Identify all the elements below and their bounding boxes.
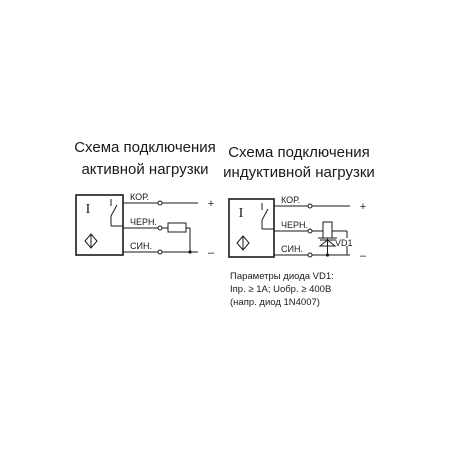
left-diagram: Схема подключения активной нагрузки I КО… [74, 139, 216, 259]
left-wire-brown-label: КОР. [130, 192, 149, 202]
left-sensor-symbol: I [86, 202, 91, 217]
left-load-resistor [167, 222, 187, 233]
left-wire-blue-label: СИН. [130, 241, 152, 251]
right-terminal-brown [307, 203, 313, 209]
left-terminal-brown [157, 200, 163, 206]
left-terminal-black [157, 225, 163, 231]
left-sensor-body [75, 194, 124, 256]
right-wire-brown-label: КОР. [281, 195, 300, 205]
right-wire-black-label: ЧЕРН. [281, 220, 308, 230]
right-minus-label: – [360, 250, 367, 262]
right-title-line1: Схема подключения [228, 144, 370, 161]
left-title-line2: активной нагрузки [81, 161, 208, 178]
right-diagram: Схема подключения индуктивной нагрузки I… [223, 144, 375, 308]
right-sensor-switch-icon [261, 203, 269, 229]
diode-note-line2: Iпр. ≥ 1A; Uобр. ≥ 400B [230, 284, 331, 295]
diode-note-line3: (напр. диод 1N4007) [230, 297, 320, 308]
left-title-line1: Схема подключения [74, 139, 216, 156]
left-terminal-blue [157, 249, 163, 255]
right-terminal-black [307, 228, 313, 234]
left-plus-label: + [208, 198, 214, 210]
right-sensor-coil-icon [236, 235, 250, 251]
right-wire-blue-label: СИН. [281, 244, 303, 254]
right-diode-vd1-icon [318, 237, 337, 247]
right-inductive-load-coil [322, 221, 333, 239]
right-sensor-symbol: I [239, 206, 244, 221]
diode-note-line1: Параметры диода VD1: [230, 271, 334, 282]
left-minus-label: – [208, 247, 215, 259]
right-plus-label: + [360, 201, 366, 213]
right-terminal-blue [307, 252, 313, 258]
left-sensor-coil-icon [84, 233, 98, 249]
right-sensor-body [228, 198, 275, 258]
left-sensor-switch-icon [110, 199, 118, 226]
left-wire-black-label: ЧЕРН. [130, 217, 157, 227]
right-diode-label: VD1 [335, 238, 353, 248]
right-title-line2: индуктивной нагрузки [223, 164, 375, 181]
